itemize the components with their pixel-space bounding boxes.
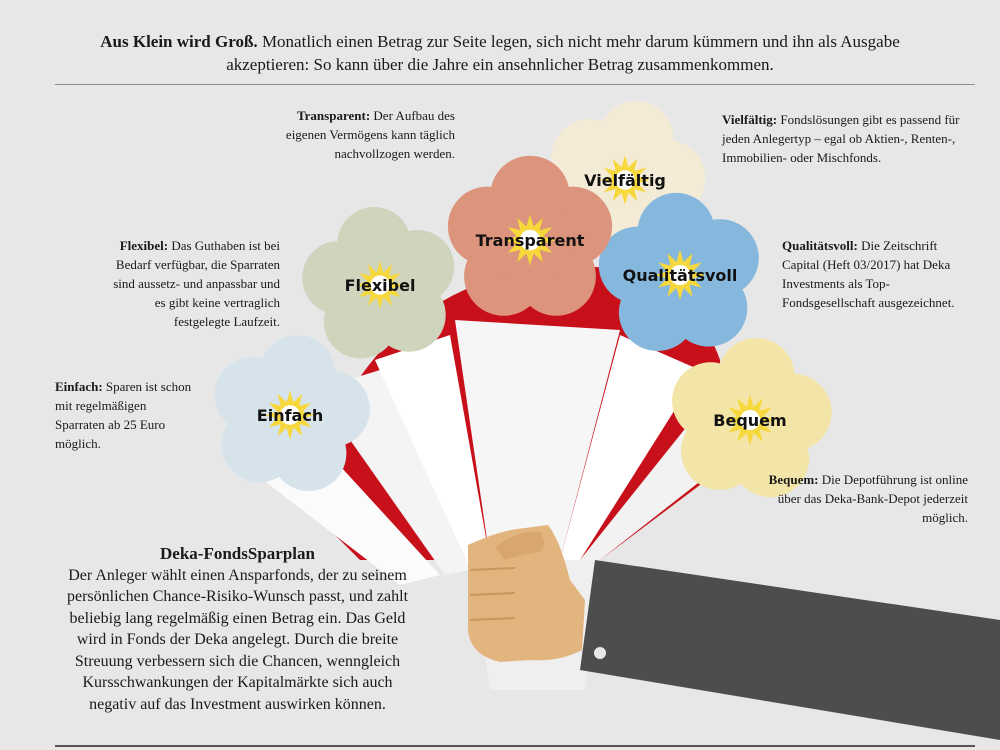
note-transparent-text: Der Aufbau des eigenen Vermögens kann tä… [285, 108, 455, 161]
info-title: Deka-FondsSparplan [160, 544, 315, 563]
flower-center [615, 170, 635, 190]
hand-thumb [495, 531, 544, 560]
note-einfach-term: Einfach: [55, 379, 103, 394]
bottom-divider [55, 745, 975, 747]
note-qualitaetsvoll-text: Die Zeitschrift Capital (Heft 03/2017) h… [782, 238, 955, 310]
flower-qualitaetsvoll: Qualitätsvoll [598, 192, 759, 351]
flower-flexibel: Flexibel [302, 207, 455, 359]
flower-label-qualitaetsvoll: Qualitätsvoll [623, 266, 738, 285]
note-vielfaeltig-text: Fondslösungen gibt es passend für jeden … [722, 112, 960, 165]
bouquet-wrap-panel [375, 335, 490, 570]
note-transparent-term: Transparent: [296, 108, 371, 123]
flower-label-vielfaeltig: Vielfältig [584, 171, 666, 190]
note-flexibel-text: Das Guthaben ist bei Bedarf verfügbar, d… [113, 238, 280, 329]
bouquet-wrap-panel [560, 335, 700, 560]
note-transparent: Transparent: Der Aufbau des eigenen Verm… [270, 106, 455, 163]
flower-label-transparent: Transparent [476, 231, 585, 250]
flower-center [669, 264, 691, 286]
note-bequem: Bequem: Die Depotführung ist online über… [760, 470, 968, 527]
note-flexibel-term: Flexibel: [119, 238, 169, 253]
sleeve [580, 560, 1000, 740]
note-einfach: Einfach: Sparen ist schon mit regelmäßig… [55, 377, 195, 453]
flower-center [519, 229, 541, 251]
info-box: Deka-FondsSparplan Der Anleger wählt ein… [60, 543, 415, 715]
flower-center [739, 409, 761, 431]
flower-einfach: Einfach [214, 335, 370, 491]
hand-fingers [469, 567, 516, 621]
hand [468, 525, 585, 662]
intro-lead: Aus Klein wird Groß. [100, 32, 258, 51]
note-einfach-text: Sparen ist schon mit regelmäßigen Sparra… [55, 379, 192, 451]
note-qualitaetsvoll-term: Qualitätsvoll: [782, 238, 858, 253]
info-text: Der Anleger wählt einen Ansparfonds, der… [66, 566, 409, 713]
bouquet-wrap-panel [455, 320, 620, 560]
intro-body: Monatlich einen Betrag zur Seite legen, … [226, 32, 900, 74]
note-vielfaeltig-term: Vielfältig: [722, 112, 778, 127]
note-bequem-text: Die Depotführung ist online über das Dek… [777, 472, 968, 525]
flower-center [280, 405, 300, 425]
note-flexibel: Flexibel: Das Guthaben ist bei Bedarf ve… [100, 236, 280, 331]
note-vielfaeltig: Vielfältig: Fondslösungen gibt es passen… [722, 110, 962, 167]
flower-center [370, 275, 390, 295]
top-divider [55, 84, 975, 85]
intro-text: Aus Klein wird Groß. Monatlich einen Bet… [60, 30, 940, 76]
note-qualitaetsvoll: Qualitätsvoll: Die Zeitschrift Capital (… [782, 236, 957, 312]
flower-label-bequem: Bequem [713, 411, 786, 430]
sleeve-button [594, 647, 606, 659]
flower-label-einfach: Einfach [257, 406, 323, 425]
flower-bequem: Bequem [672, 338, 832, 498]
note-bequem-term: Bequem: [768, 472, 819, 487]
flower-label-flexibel: Flexibel [345, 276, 416, 295]
flower-transparent: Transparent [447, 155, 613, 316]
